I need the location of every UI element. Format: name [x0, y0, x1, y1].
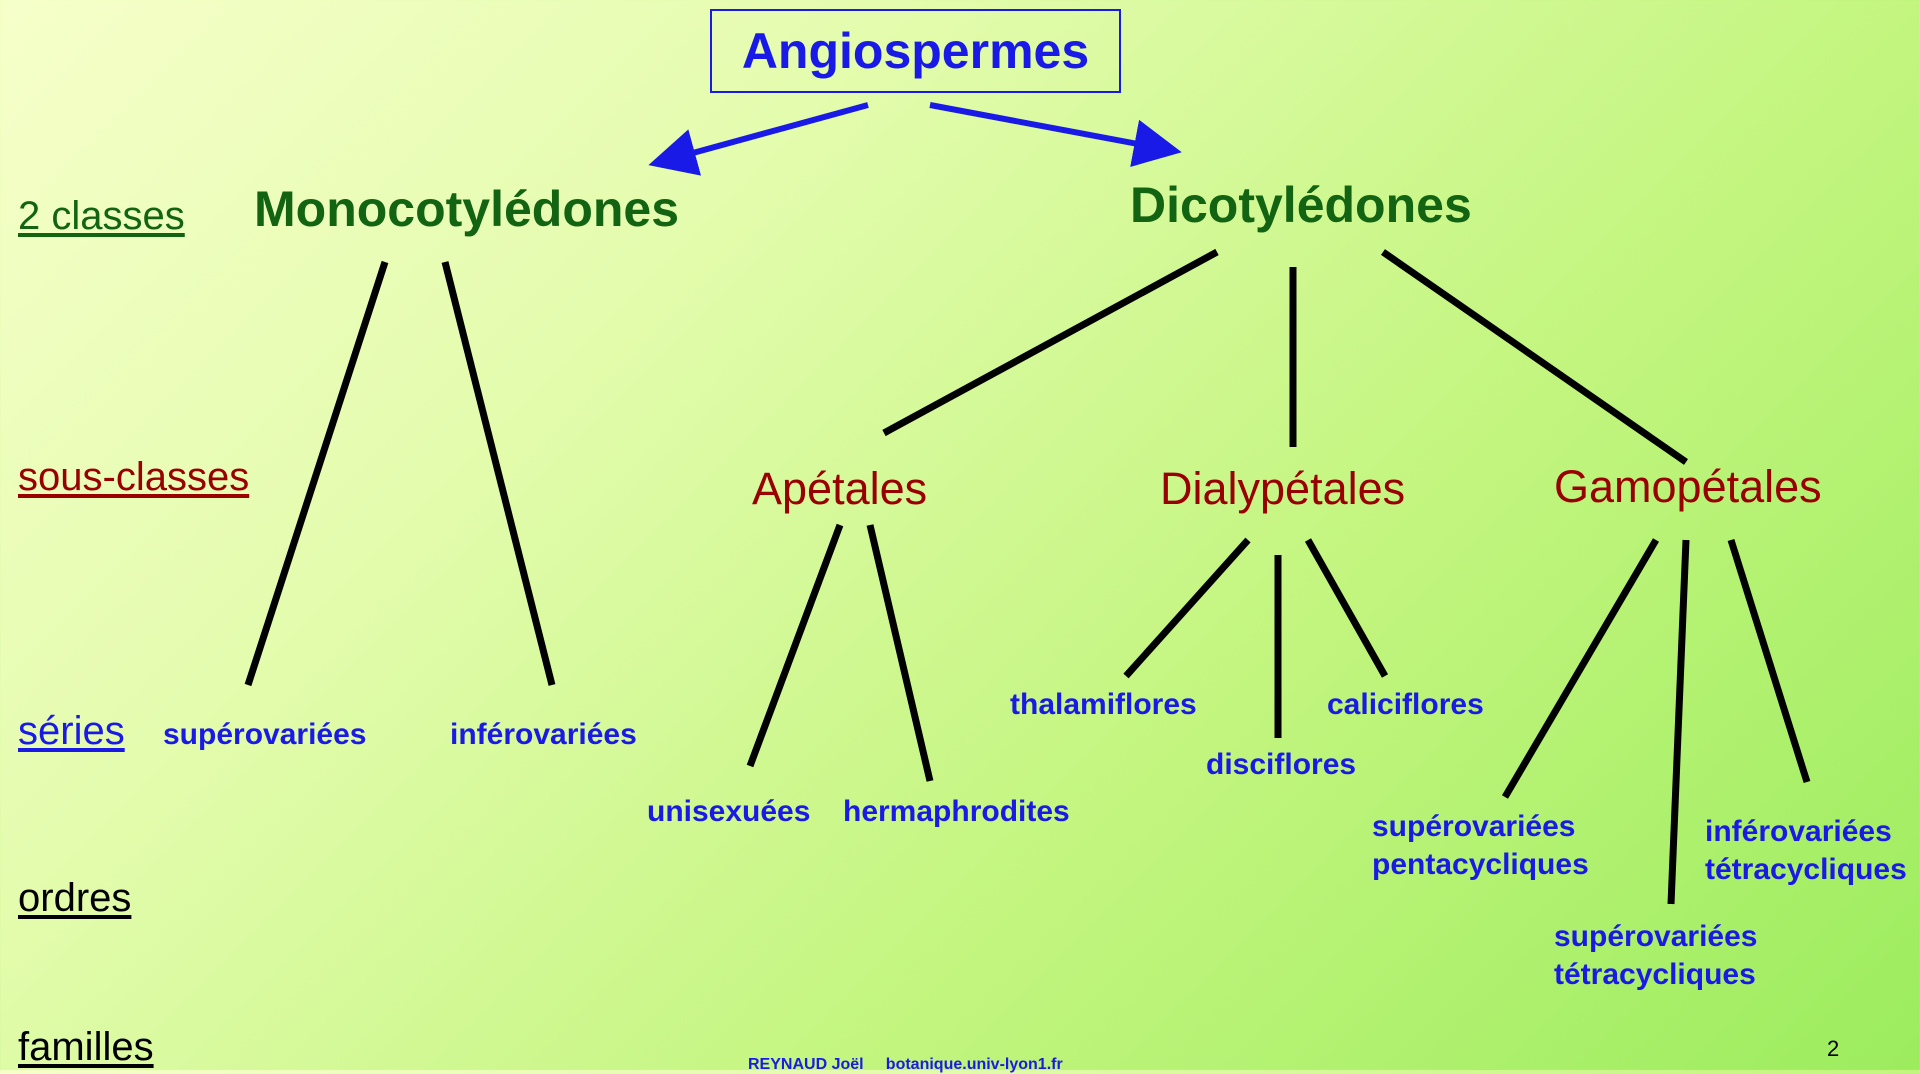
series-gamo-super-penta-line2: pentacycliques — [1372, 848, 1589, 881]
series-unisexuees: unisexuées — [647, 795, 811, 828]
class-dicotyledones: Dicotylédones — [1130, 177, 1472, 233]
series-gamo-super-penta-line1: supérovariées — [1372, 810, 1576, 843]
series-gamo-infero-tetra-line2: tétracycliques — [1705, 853, 1907, 886]
series-gamo-superovariees-tetracycliques: supérovariées tétracycliques — [1554, 918, 1757, 994]
series-gamo-infero-tetra-line1: inférovariées — [1705, 815, 1892, 848]
series-gamo-super-tetra-line1: supérovariées — [1554, 920, 1758, 953]
edge-gamopetales-infero-tetra — [1727, 538, 1811, 784]
edge-dico-gamopetales — [1381, 249, 1688, 465]
rank-label-series: séries — [18, 709, 125, 753]
edge-apetales-hermaphrodites — [866, 524, 934, 782]
subclass-apetales: Apétales — [752, 463, 928, 514]
arrow-to-dicotyledones — [929, 102, 1182, 167]
series-mono-inferovariees: inférovariées — [450, 718, 637, 751]
root-node-box: Angiospermes — [710, 9, 1121, 93]
subclass-dialypetales: Dialypétales — [1160, 463, 1406, 514]
series-caliciflores: caliciflores — [1327, 688, 1484, 721]
root-node-angiospermes: Angiospermes — [741, 23, 1090, 79]
series-mono-superovariees: supérovariées — [163, 718, 367, 751]
edge-mono-superovariees — [244, 260, 389, 687]
rank-label-sous-classes: sous-classes — [18, 455, 250, 499]
subclass-gamopetales: Gamopétales — [1554, 461, 1822, 512]
series-gamo-super-tetra-line2: tétracycliques — [1554, 958, 1756, 991]
series-hermaphrodites: hermaphrodites — [843, 795, 1070, 828]
footer-credit: REYNAUD Joël botanique.univ-lyon1.fr — [748, 1056, 1063, 1073]
series-gamo-superovariees-pentacycliques: supérovariées pentacycliques — [1372, 808, 1589, 884]
rank-label-classes: 2 classes — [18, 194, 185, 238]
class-monocotyledones: Monocotylédones — [254, 181, 680, 237]
series-disciflores: disciflores — [1206, 748, 1357, 781]
branch-lines — [244, 248, 1811, 905]
edge-dico-apetales — [882, 248, 1219, 437]
edge-mono-inferovariees — [441, 261, 556, 686]
edge-gamopetales-super-penta — [1501, 538, 1660, 799]
edge-dialypetales-caliciflores — [1304, 538, 1389, 678]
series-thalamiflores: thalamiflores — [1010, 688, 1197, 721]
rank-label-familles: familles — [18, 1025, 154, 1069]
rank-label-ordres: ordres — [18, 876, 132, 920]
root-arrows — [648, 102, 1182, 176]
edge-gamopetales-super-tetra — [1667, 539, 1690, 905]
edge-dialypetales-thalamiflores — [1123, 537, 1251, 679]
page-number: 2 — [1827, 1036, 1840, 1061]
series-gamo-inferovariees-tetracycliques: inférovariées tétracycliques — [1705, 813, 1907, 889]
arrow-to-monocotyledones — [648, 102, 869, 176]
edge-apetales-unisexuees — [746, 523, 844, 768]
